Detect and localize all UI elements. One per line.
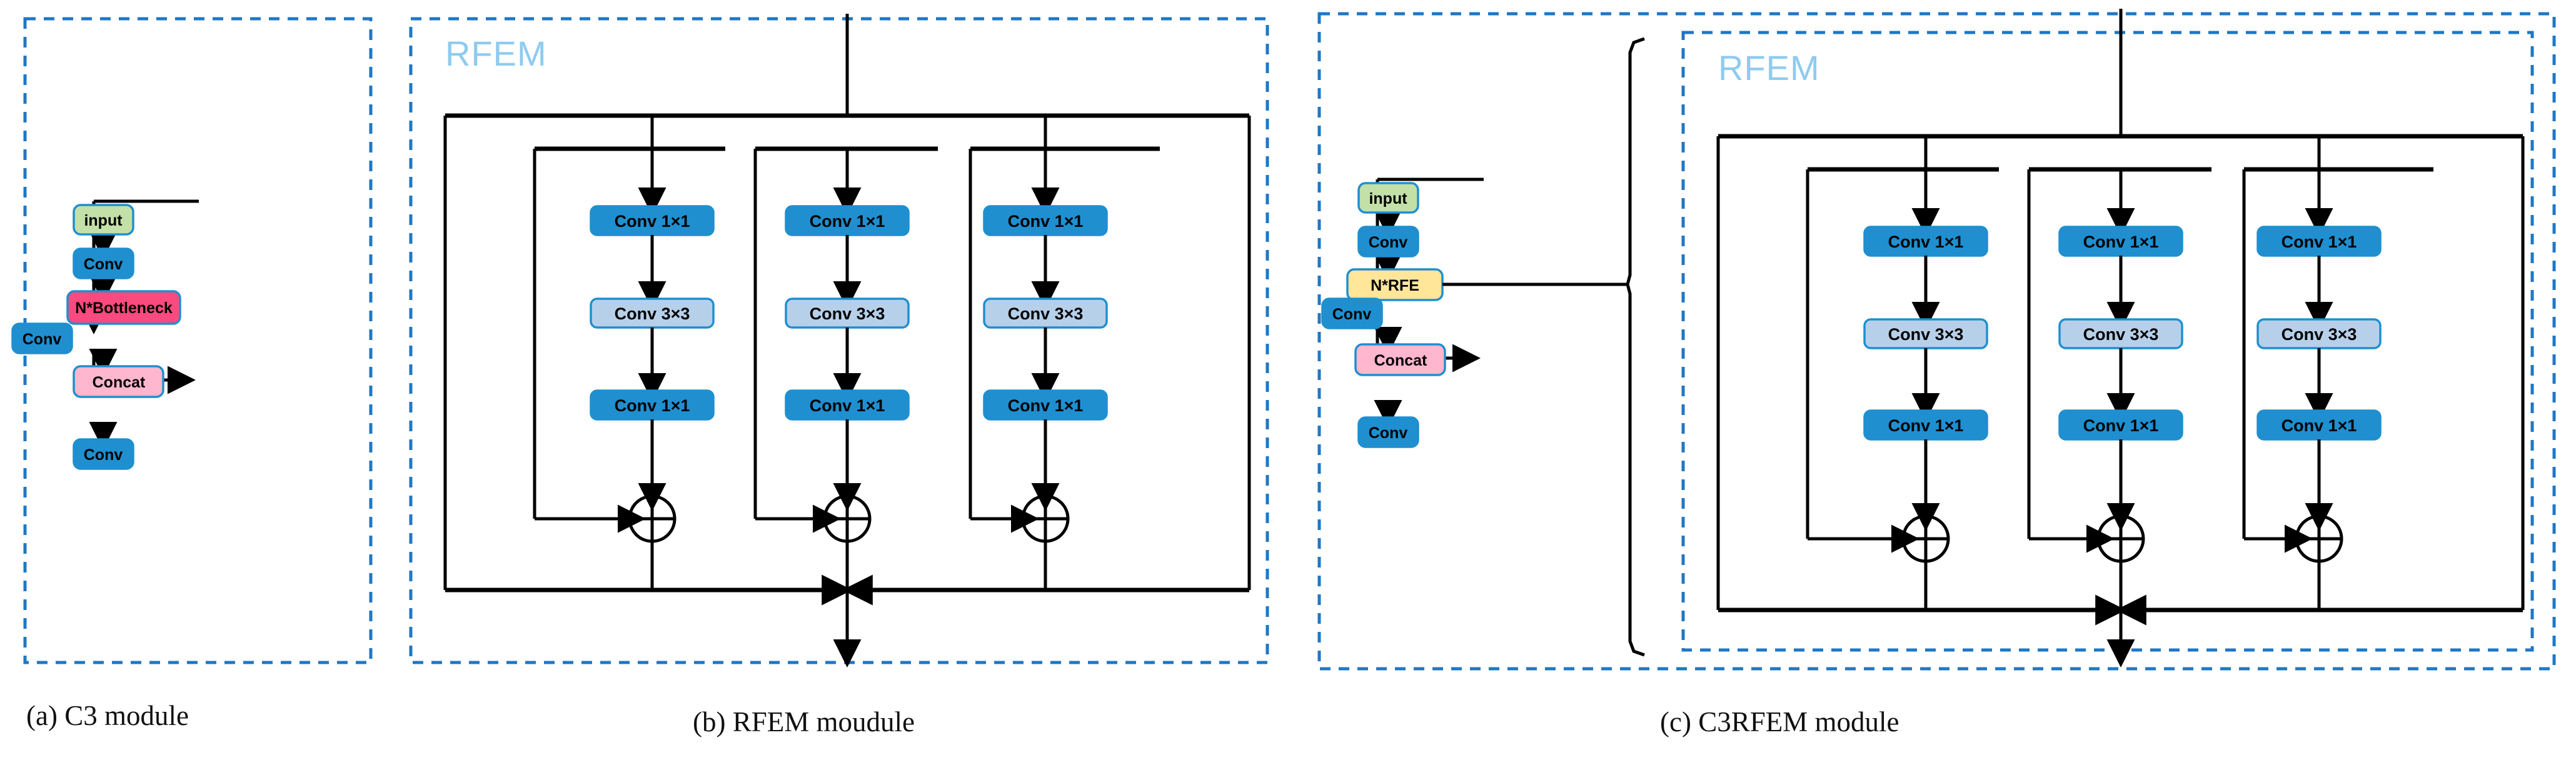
panel-a-concat-label: Concat [93,374,146,391]
panel-c-node-n-rfe[interactable]: N*RFE [1346,268,1444,301]
panel-b-b2-add-icon [823,494,872,543]
panel-c-b1-conv2-label: Conv 3×3 [1888,325,1964,344]
panel-c-brace-icon [1626,37,1645,657]
panel-a-conv-skip-label: Conv [23,331,62,348]
caption-c: (c) C3RFEM module [1660,706,1899,738]
panel-c-b2-add-icon [2096,514,2145,563]
panel-c-conv-out-label: Conv [1369,424,1408,442]
panel-c-rfem-title: RFEM [1718,48,1820,88]
panel-a-conv-main-label: Conv [84,256,123,273]
panel-c-n-rfe-label: N*RFE [1371,277,1419,294]
panel-b-b2-conv1-label: Conv 1×1 [810,212,885,231]
panel-a-node-bottleneck[interactable]: N*Bottleneck [66,290,181,325]
caption-b: (b) RFEM moudule [693,706,915,738]
panel-c-branch-1: Conv 1×1 Conv 3×3 Conv 1×1 [1806,136,1988,610]
panel-c-b1-conv3-label: Conv 1×1 [1888,416,1964,435]
panel-c-branch-2: Conv 1×1 Conv 3×3 Conv 1×1 [2027,169,2183,563]
panel-b-branch-3: Conv 1×1 Conv 3×3 Conv 1×1 [969,116,1108,590]
panel-a-node-conv-main[interactable]: Conv [73,248,134,279]
panel-b-rfem-title: RFEM [445,34,547,73]
panel-b-b2-conv3-label: Conv 1×1 [810,396,885,415]
panel-b-b3-conv1-label: Conv 1×1 [1008,212,1084,231]
panel-a-node-input[interactable]: input [73,204,134,236]
panel-c-concat-label: Concat [1374,352,1427,369]
panel-a-node-concat[interactable]: Concat [73,365,164,398]
panel-c-b1-add-icon [1901,514,1950,563]
panel-b-b3-add-icon [1021,494,1070,543]
panel-c-node-conv-out[interactable]: Conv [1357,416,1419,448]
panel-c-node-conv-skip[interactable]: Conv [1321,298,1383,329]
panel-c-b2-conv1-label: Conv 1×1 [2083,232,2159,251]
panel-c-b2-conv2-label: Conv 3×3 [2083,325,2159,344]
panel-c-b1-conv1-label: Conv 1×1 [1888,232,1964,251]
panel-c-border [1317,12,2556,671]
panel-c-b3-conv3-label: Conv 1×1 [2282,416,2357,435]
panel-b-branch-1: Conv 1×1 Conv 3×3 Conv 1×1 [533,116,715,590]
panel-b-b1-conv1-label: Conv 1×1 [615,212,690,231]
panel-b-b3-conv3-label: Conv 1×1 [1008,396,1084,415]
panel-b-b1-conv3-label: Conv 1×1 [615,396,690,415]
panel-a-bottleneck-label: N*Bottleneck [75,299,173,317]
panel-c-node-concat[interactable]: Concat [1354,343,1446,376]
panel-c-branch-3: Conv 1×1 Conv 3×3 Conv 1×1 [2242,136,2382,610]
panel-b-b1-conv2-label: Conv 3×3 [615,304,690,323]
panel-c-input-label: input [1369,190,1407,208]
panel-a-node-conv-out[interactable]: Conv [73,438,134,470]
panel-b-branch-2: Conv 1×1 Conv 3×3 Conv 1×1 [753,149,910,543]
panel-c-b3-add-icon [2295,514,2343,563]
panel-c-b3-conv2-label: Conv 3×3 [2282,325,2357,344]
panel-a-node-conv-skip[interactable]: Conv [11,322,73,354]
panel-c-b3-conv1-label: Conv 1×1 [2282,232,2357,251]
panel-c-conv-main-label: Conv [1369,234,1408,251]
panel-b-b2-conv2-label: Conv 3×3 [810,304,885,323]
panel-b-b1-add-icon [628,494,677,543]
panel-c-conv-skip-label: Conv [1332,306,1372,323]
panel-a-border [23,17,373,664]
panel-c-b2-conv3-label: Conv 1×1 [2083,416,2159,435]
panel-a-conv-out-label: Conv [84,446,123,464]
panel-c-node-conv-main[interactable]: Conv [1357,226,1419,258]
panel-c-node-input[interactable]: input [1357,182,1419,214]
panel-a-input-label: input [84,212,123,229]
caption-a: (a) C3 module [26,700,189,731]
panel-b-b3-conv2-label: Conv 3×3 [1008,304,1084,323]
